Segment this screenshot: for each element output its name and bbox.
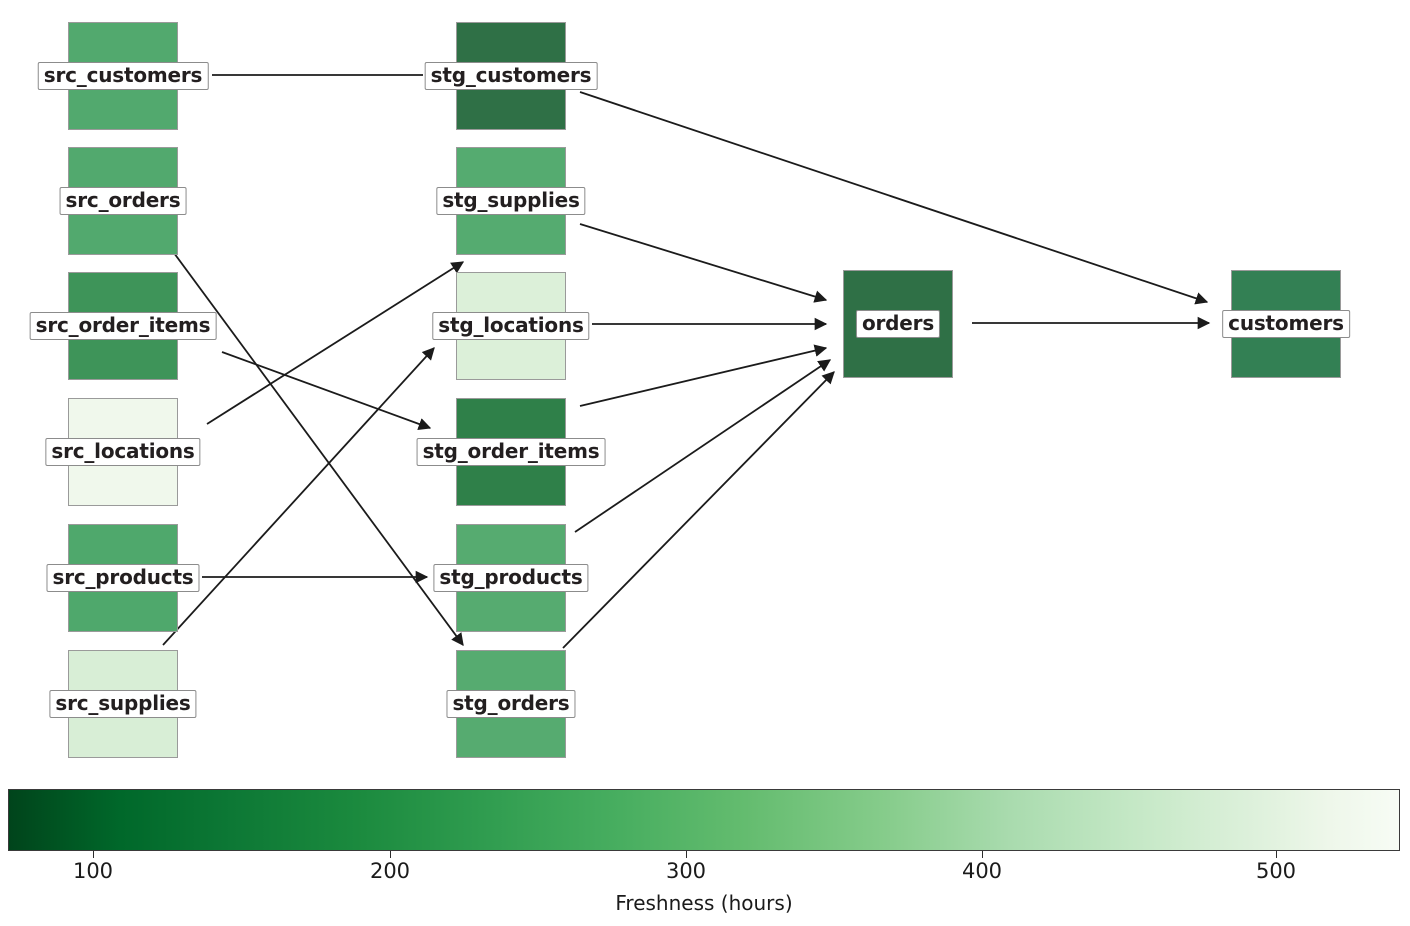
colorbar-tick-mark: [982, 851, 983, 858]
node-label-src_supplies[interactable]: src_supplies: [49, 690, 197, 718]
colorbar-tick-mark: [390, 851, 391, 858]
edges: [162, 74, 1211, 649]
node-label-src_locations[interactable]: src_locations: [45, 438, 201, 466]
edge-src_locations-to-stg_locations: [206, 261, 465, 425]
colorbar-tick-label: 300: [665, 859, 707, 883]
colorbar-tick-mark: [686, 851, 687, 858]
node-label-stg_locations[interactable]: stg_locations: [432, 312, 590, 340]
colorbar-tick-mark: [1276, 851, 1277, 858]
edge-stg_order_items-to-orders: [579, 344, 828, 407]
colorbar-tick-mark: [93, 851, 94, 858]
colorbar-tick-label: 100: [72, 859, 114, 883]
node-label-src_customers[interactable]: src_customers: [37, 62, 209, 90]
node-label-src_orders[interactable]: src_orders: [59, 187, 187, 215]
node-label-stg_orders[interactable]: stg_orders: [446, 690, 576, 718]
colorbar-tick-label: 200: [369, 859, 411, 883]
edge-src_order_items-to-stg_order_items: [221, 351, 432, 431]
node-label-customers[interactable]: customers: [1222, 310, 1350, 338]
colorbar: 100 200 300 400 500 Freshness (hours): [8, 789, 1400, 915]
edge-src_supplies-to-stg_supplies: [162, 347, 435, 646]
node-label-stg_order_items[interactable]: stg_order_items: [416, 438, 606, 466]
node-label-src_products[interactable]: src_products: [46, 564, 200, 592]
colorbar-tick-label: 400: [961, 859, 1003, 883]
colorbar-gradient: [8, 789, 1400, 851]
node-label-stg_supplies[interactable]: stg_supplies: [436, 187, 586, 215]
node-label-stg_products[interactable]: stg_products: [433, 564, 589, 592]
node-label-stg_customers[interactable]: stg_customers: [424, 62, 598, 90]
edge-stg_orders-to-orders: [562, 371, 835, 649]
edge-stg_supplies-to-orders: [579, 223, 828, 303]
colorbar-axis-label: Freshness (hours): [615, 891, 793, 915]
colorbar-tick-label: 500: [1255, 859, 1297, 883]
edge-stg_products-to-orders: [574, 359, 832, 533]
node-label-orders[interactable]: orders: [855, 310, 941, 338]
node-label-src_order_items[interactable]: src_order_items: [29, 312, 217, 340]
